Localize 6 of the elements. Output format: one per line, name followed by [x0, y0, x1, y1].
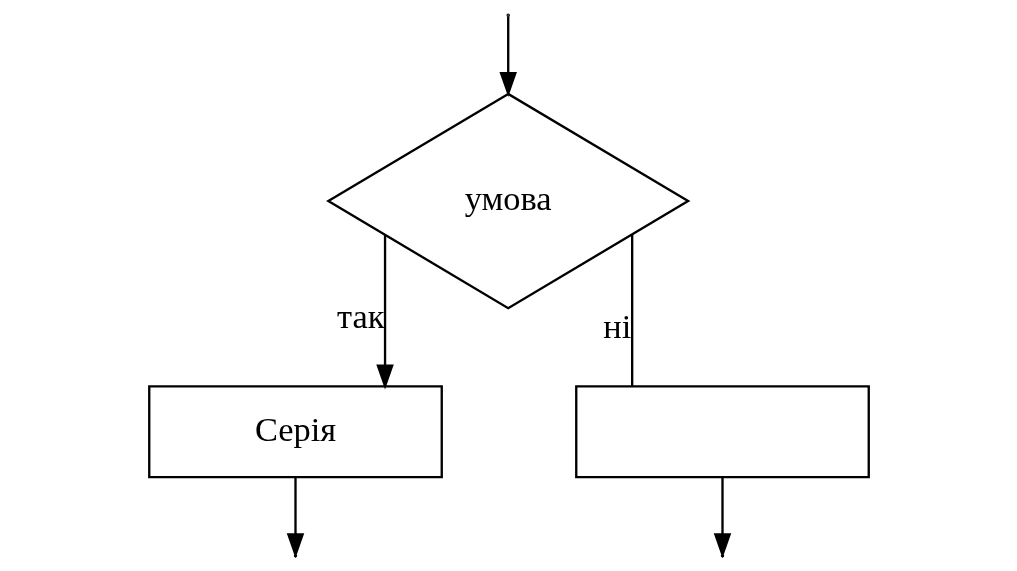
connector	[630, 234, 633, 387]
node-diamond: умова	[325, 92, 690, 310]
node-box	[574, 385, 870, 479]
arrow	[498, 16, 517, 97]
arrow	[375, 235, 394, 390]
node-box: Серія	[147, 385, 443, 479]
